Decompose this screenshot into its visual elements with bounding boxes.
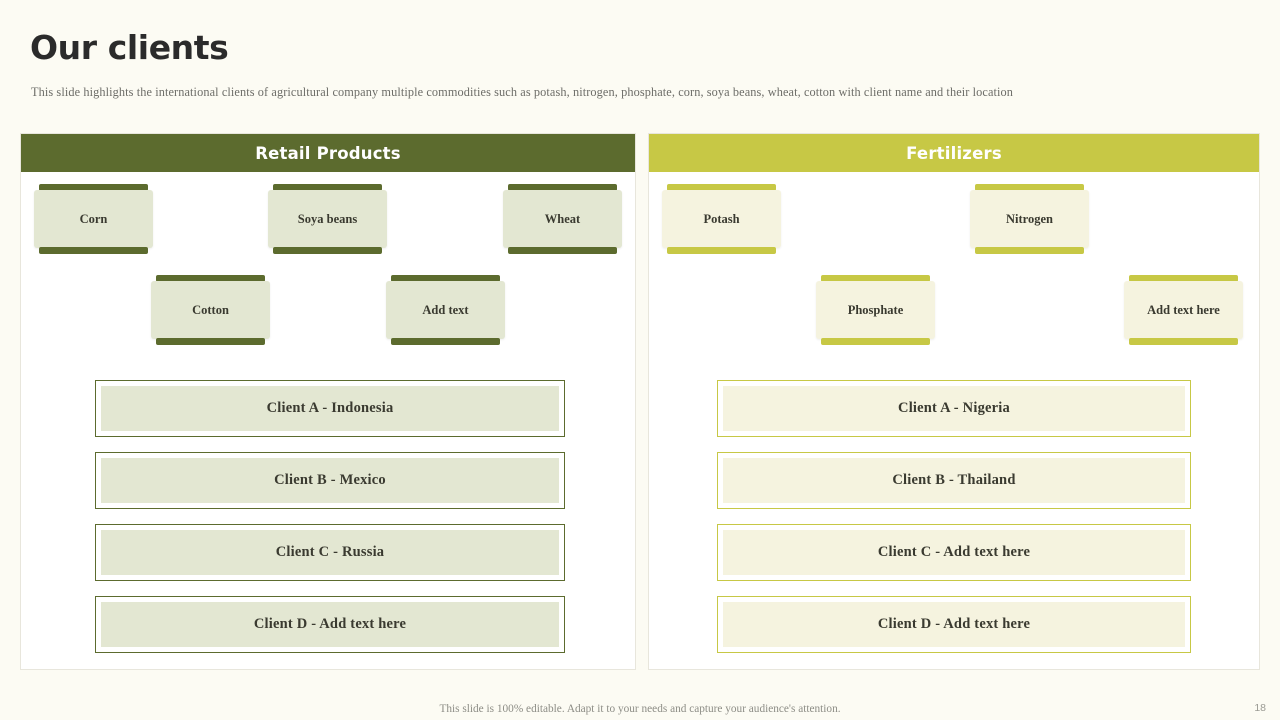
commodity-chip-label: Cotton [192, 302, 229, 317]
commodity-chip-add-text-here[interactable]: Add text here [1124, 275, 1243, 345]
commodity-chip-label: Wheat [544, 211, 581, 226]
panel-header-retail-products: Retail Products [21, 134, 635, 172]
commodity-chip-corn[interactable]: Corn [34, 184, 153, 254]
client-row-label: Client D - Add text here [877, 616, 1031, 632]
commodity-chip-potash[interactable]: Potash [662, 184, 781, 254]
client-row-label: Client C - Russia [275, 544, 385, 560]
panel-header-fertilizers: Fertilizers [649, 134, 1259, 172]
panel-retail-products: Retail Products Corn Soya beans Wheat Co… [20, 133, 636, 670]
commodity-chip-label: Nitrogen [1006, 211, 1053, 226]
chip-accent-bar-bottom [391, 338, 500, 345]
client-row-label: Client B - Mexico [274, 472, 386, 488]
chip-accent-bar-bottom [156, 338, 265, 345]
page-title: Our clients [30, 28, 229, 67]
commodity-chip-label: Corn [79, 211, 108, 226]
client-row[interactable]: Client B - Mexico [95, 452, 565, 509]
chip-accent-bar-top [975, 184, 1084, 191]
commodity-chip-nitrogen[interactable]: Nitrogen [970, 184, 1089, 254]
chip-accent-bar-top [667, 184, 776, 191]
chip-accent-bar-top [508, 184, 617, 191]
client-row[interactable]: Client D - Add text here [95, 596, 565, 653]
chip-accent-bar-top [391, 275, 500, 282]
client-row[interactable]: Client C - Add text here [717, 524, 1191, 581]
chip-accent-bar-bottom [273, 247, 382, 254]
chip-accent-bar-top [273, 184, 382, 191]
commodity-chip-phosphate[interactable]: Phosphate [816, 275, 935, 345]
client-row-label: Client C - Add text here [877, 544, 1031, 560]
client-row-label: Client D - Add text here [253, 616, 407, 632]
chip-accent-bar-bottom [1129, 338, 1238, 345]
client-row[interactable]: Client A - Nigeria [717, 380, 1191, 437]
client-row-label: Client A - Nigeria [898, 400, 1010, 416]
client-row[interactable]: Client C - Russia [95, 524, 565, 581]
chip-accent-bar-top [39, 184, 148, 191]
chip-accent-bar-bottom [508, 247, 617, 254]
client-row[interactable]: Client D - Add text here [717, 596, 1191, 653]
page-number: 18 [1254, 702, 1266, 714]
chip-accent-bar-bottom [975, 247, 1084, 254]
client-row-label: Client B - Thailand [892, 472, 1016, 488]
commodity-chip-label: Add text here [1147, 302, 1220, 317]
chip-accent-bar-bottom [39, 247, 148, 254]
commodity-chip-label: Add text [422, 302, 469, 317]
commodity-chip-label: Potash [703, 211, 740, 226]
chip-accent-bar-top [821, 275, 930, 282]
client-row-label: Client A - Indonesia [266, 400, 394, 416]
chip-accent-bar-bottom [667, 247, 776, 254]
commodity-chip-soya-beans[interactable]: Soya beans [268, 184, 387, 254]
commodity-chip-cotton[interactable]: Cotton [151, 275, 270, 345]
commodity-chip-wheat[interactable]: Wheat [503, 184, 622, 254]
footer-note: This slide is 100% editable. Adapt it to… [439, 703, 841, 715]
client-row[interactable]: Client A - Indonesia [95, 380, 565, 437]
commodity-chip-add-text[interactable]: Add text [386, 275, 505, 345]
chip-accent-bar-top [1129, 275, 1238, 282]
chip-accent-bar-top [156, 275, 265, 282]
panel-fertilizers: Fertilizers Potash Nitrogen Phosphate Ad… [648, 133, 1260, 670]
page-subtitle: This slide highlights the international … [31, 85, 1014, 99]
client-row[interactable]: Client B - Thailand [717, 452, 1191, 509]
commodity-chip-label: Soya beans [297, 211, 358, 226]
chip-accent-bar-bottom [821, 338, 930, 345]
commodity-chip-label: Phosphate [847, 302, 904, 317]
